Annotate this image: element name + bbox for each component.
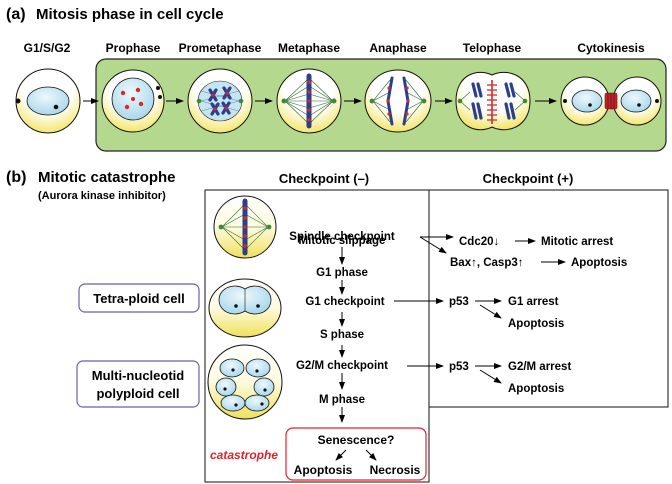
arrow-p53-apoptosis-2 bbox=[479, 369, 502, 384]
cell-anaphase bbox=[364, 69, 432, 133]
g2m-arrest-label: G2/M arrest bbox=[508, 361, 571, 373]
p53-g2m-label: p53 bbox=[449, 361, 469, 373]
p53-g1-label: p53 bbox=[449, 296, 469, 308]
cell-cytokinesis bbox=[560, 76, 662, 126]
arrow-senescence-necrosis bbox=[365, 449, 377, 461]
apoptosis-label-3: Apoptosis bbox=[508, 383, 564, 395]
arrow-senescence-apoptosis bbox=[335, 449, 347, 461]
cell-tetraploid bbox=[208, 278, 282, 338]
cell-g1sg2 bbox=[15, 68, 81, 134]
s-phase-label: S phase bbox=[320, 329, 364, 341]
mitotic-slippage-label: Mitotic slippage bbox=[299, 235, 386, 247]
phase-label-cytokinesis: Cytokinesis bbox=[577, 41, 645, 55]
g1-checkpoint-label-visible: G1 checkpoint bbox=[305, 296, 384, 308]
multinucleated-label-line1: Multi-nucleotid bbox=[92, 368, 184, 383]
spindle-checkpoint-label: Spindle checkpoint bbox=[289, 231, 395, 243]
g1-arrest-label: G1 arrest bbox=[508, 296, 559, 308]
checkpoint-positive-header: Checkpoint (+) bbox=[483, 171, 574, 186]
multinucleated-label-line2: polyploid cell bbox=[96, 386, 179, 401]
catastrophe-label: catastrophe bbox=[210, 448, 278, 462]
checkpoint-negative-header: Checkpoint (–) bbox=[279, 171, 369, 186]
necrosis-label: Necrosis bbox=[370, 463, 421, 477]
tetraploid-label-box bbox=[78, 283, 200, 313]
multinucleated-label-box bbox=[76, 360, 200, 408]
m-phase-label: M phase bbox=[319, 394, 365, 406]
apoptosis-label-2: Apoptosis bbox=[508, 318, 564, 330]
checkpoint-positive-frame bbox=[428, 189, 669, 408]
phase-label-prometaphase: Prometaphase bbox=[179, 41, 262, 55]
phase-label-prophase: Prophase bbox=[106, 41, 161, 55]
arrow-spindle-bax bbox=[419, 236, 447, 254]
bax-casp3-label: Bax↑, Casp3↑ bbox=[450, 257, 524, 269]
g2m-checkpoint-label: G2/M checkpoint bbox=[296, 360, 388, 372]
tetraploid-label: Tetra-ploid cell bbox=[93, 291, 185, 306]
panel-b-label: (b) bbox=[6, 169, 26, 186]
panel-a-title: Mitosis phase in cell cycle bbox=[36, 6, 224, 23]
mitotic-arrest-label: Mitotic arrest bbox=[541, 236, 613, 248]
panel-a-label: (a) bbox=[6, 6, 26, 23]
phase-label-g1sg2: G1/S/G2 bbox=[24, 41, 71, 55]
phase-label-anaphase: Anaphase bbox=[369, 41, 427, 55]
apoptosis-label-bottom: Apoptosis bbox=[294, 463, 353, 477]
cell-telophase bbox=[455, 71, 531, 131]
g1-phase-label: G1 phase bbox=[316, 267, 368, 279]
phase-label-telophase: Telophase bbox=[463, 41, 522, 55]
arrow-p53-apoptosis-1 bbox=[479, 304, 502, 319]
cdc20-label: Cdc20↓ bbox=[459, 236, 499, 248]
panel-b-title: Mitotic catastrophe bbox=[38, 169, 176, 186]
panel-b-subtitle: (Aurora kinase inhibitor) bbox=[38, 190, 166, 202]
cell-multinucleated bbox=[207, 344, 283, 420]
phase-label-metaphase: Metaphase bbox=[278, 41, 340, 55]
cell-prometaphase bbox=[187, 68, 253, 134]
cell-metaphase-b bbox=[213, 195, 277, 259]
senescence-label: Senescence? bbox=[318, 433, 395, 447]
senescence-box bbox=[285, 427, 427, 481]
cell-prophase bbox=[101, 69, 165, 133]
apoptosis-label-1: Apoptosis bbox=[571, 257, 627, 269]
cell-metaphase bbox=[276, 68, 342, 134]
